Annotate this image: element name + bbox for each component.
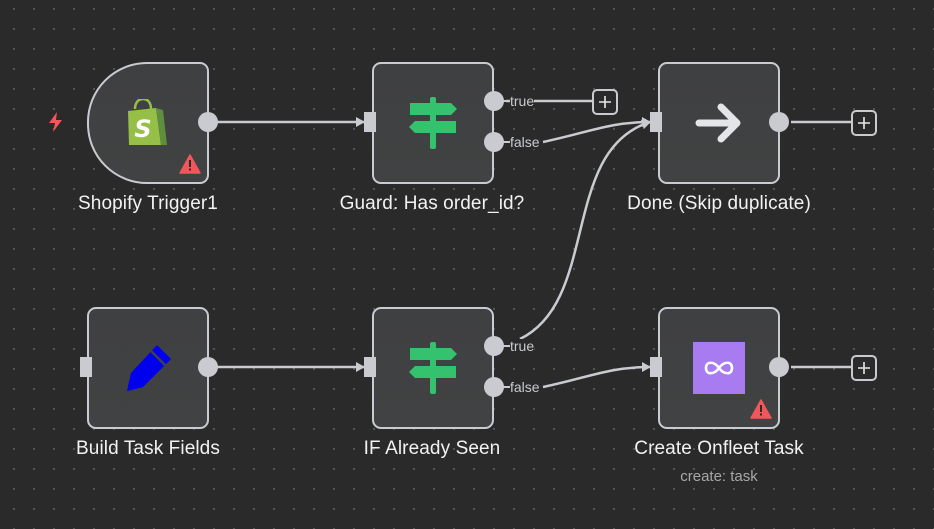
node-label-done: Done (Skip duplicate)	[627, 193, 811, 214]
node-build-task-fields[interactable]	[87, 307, 209, 429]
node-label-ifseen: IF Already Seen	[363, 438, 501, 459]
output-handle-done[interactable]	[768, 111, 790, 133]
input-handle-build[interactable]	[80, 357, 92, 377]
output-handle-build[interactable]	[197, 356, 219, 378]
plus-icon	[858, 362, 870, 374]
add-node-button[interactable]	[592, 89, 618, 115]
port-tick	[503, 100, 511, 102]
arrow-right-icon	[695, 103, 741, 143]
output-handle-guard-true[interactable]	[483, 90, 505, 112]
node-create-onfleet-task[interactable]	[658, 307, 780, 429]
add-node-button[interactable]	[851, 355, 877, 381]
connection-guard-false-to-done[interactable]	[542, 117, 651, 144]
port-tick	[503, 345, 511, 347]
port-label-true: true	[510, 93, 535, 109]
input-handle-guard[interactable]	[364, 112, 376, 132]
onfleet-infinity-icon	[693, 342, 745, 394]
node-label-build: Build Task Fields	[76, 438, 220, 459]
connection-ifseen-false-to-onfleet[interactable]	[542, 362, 651, 389]
output-handle-shopify[interactable]	[197, 111, 219, 133]
port-label-false: false	[510, 134, 540, 150]
signpost-icon	[409, 97, 457, 149]
output-handle-ifseen-false[interactable]	[483, 376, 505, 398]
trigger-bolt-icon	[49, 112, 62, 132]
pencil-icon	[127, 345, 171, 391]
node-done-skip-duplicate[interactable]	[658, 62, 780, 184]
input-handle-onfleet[interactable]	[650, 357, 662, 377]
node-label-onfleet: Create Onfleet Task	[634, 438, 804, 459]
warning-icon[interactable]	[750, 399, 772, 419]
node-shopify-trigger[interactable]: S	[87, 62, 209, 184]
plus-icon	[599, 96, 611, 108]
output-handle-onfleet[interactable]	[768, 356, 790, 378]
node-sublabel-onfleet: create: task	[680, 468, 758, 485]
output-handle-ifseen-true[interactable]	[483, 335, 505, 357]
node-if-already-seen[interactable]	[372, 307, 494, 429]
port-tick	[503, 386, 511, 388]
shopify-bag-icon: S	[128, 99, 167, 145]
plus-icon	[858, 117, 870, 129]
input-handle-ifseen[interactable]	[364, 357, 376, 377]
connection-ifseen-true-to-done[interactable]	[519, 119, 651, 341]
node-label-guard: Guard: Has order_id?	[339, 193, 525, 214]
add-node-button[interactable]	[851, 110, 877, 136]
port-label-false: false	[510, 379, 540, 395]
node-guard-has-order-id[interactable]	[372, 62, 494, 184]
input-handle-done[interactable]	[650, 112, 662, 132]
node-label-shopify: Shopify Trigger1	[78, 193, 218, 214]
signpost-icon	[409, 342, 457, 394]
port-tick	[503, 141, 511, 143]
warning-icon[interactable]	[179, 154, 201, 174]
svg-text:S: S	[134, 115, 151, 143]
port-label-true: true	[510, 338, 535, 354]
output-handle-guard-false[interactable]	[483, 131, 505, 153]
